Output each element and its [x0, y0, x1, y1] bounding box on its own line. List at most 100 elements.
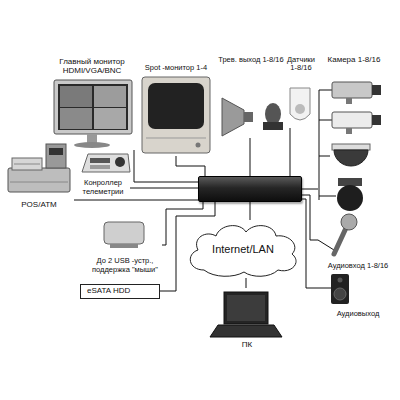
speaker-tweeter: [338, 278, 343, 283]
camera-lens: [372, 115, 381, 125]
network-cloud: Internet/LAN: [182, 220, 304, 278]
keyboard-display: [90, 158, 110, 163]
connector-wire: [130, 188, 198, 189]
audio-wire: [318, 240, 334, 250]
esata-hdd: eSATA HDD: [80, 284, 160, 299]
node-label: Internet/LAN: [212, 243, 274, 255]
connector-wire: [250, 202, 251, 220]
spot-monitor: Spot -монитор 1-4: [136, 64, 216, 156]
cash-register-display: [46, 144, 66, 168]
crt-panel-line: [146, 138, 206, 139]
camera-bus-wire: [319, 156, 330, 157]
sensor: Датчики 1-8/16: [284, 56, 318, 128]
main-monitor: Главный монитор HDMI/VGA/BNC: [48, 58, 136, 150]
pc-laptop: ПК: [208, 288, 286, 350]
laptop-picture: [210, 292, 282, 337]
laptop-display: [227, 295, 265, 321]
crt-button: [196, 143, 201, 148]
audio-wire: [318, 288, 331, 289]
dome-camera-base: [332, 144, 370, 150]
monitor-stand: [87, 134, 97, 143]
beacon-dome: [265, 103, 281, 125]
speaker-picture: [318, 274, 349, 304]
cash-register-base: [8, 168, 70, 192]
drawer-line: [10, 182, 68, 183]
display-window: [49, 148, 63, 155]
camera-bus-wire: [319, 90, 320, 200]
camera-bus-wire: [319, 196, 336, 197]
node-label: ПК: [242, 341, 252, 350]
screen-tile: [94, 108, 126, 129]
camera-mount: [346, 98, 352, 104]
laptop-screen: [224, 292, 268, 324]
pos-picture: [8, 144, 70, 192]
screen-tile: [60, 86, 92, 107]
monitor-screen: [58, 84, 128, 130]
connector-wire: [302, 199, 318, 288]
camera-lens: [372, 85, 381, 95]
keyboard-body: [82, 154, 130, 172]
connector-wire: [162, 202, 203, 245]
dvr-unit: [198, 176, 302, 202]
keypad-row: [14, 164, 40, 165]
box-camera: [332, 82, 372, 98]
node-label: Аудиовыход: [337, 310, 380, 318]
camera-bus-wire: [319, 90, 332, 91]
beacon-base: [263, 122, 283, 130]
connector-wire: [250, 138, 251, 176]
microphone-handle: [334, 228, 346, 254]
microphone-picture: [318, 214, 357, 254]
pir-sensor-body: [290, 88, 310, 120]
camera-group: Камера 1-8/16: [318, 56, 390, 210]
connector-wire: [74, 200, 198, 201]
usb-drive: [104, 222, 144, 244]
speaker-cabinet: [331, 274, 349, 304]
connector-wire: [302, 195, 318, 240]
node-label: Датчики 1-8/16: [284, 56, 318, 73]
box-camera: [332, 112, 372, 128]
speed-dome-mount: [338, 178, 362, 186]
telemetry-controller: Конроллер телеметрии: [76, 150, 130, 196]
node-label: Камера 1-8/16: [328, 56, 381, 65]
node-label: eSATA HDD: [87, 287, 130, 296]
alarm-output-picture: [222, 98, 283, 136]
node-label: Spot -монитор 1-4: [145, 64, 207, 72]
node-label: POS/ATM: [21, 201, 56, 210]
camera-bus-wire: [319, 120, 332, 121]
joystick: [115, 157, 125, 167]
connector-wire: [290, 128, 291, 176]
node-label: Главный монитор HDMI/VGA/BNC: [48, 58, 136, 76]
cash-register-keypad: [12, 158, 42, 170]
controller-picture: [82, 154, 130, 172]
speed-dome-camera: [337, 185, 363, 211]
screen-tile: [94, 86, 126, 107]
usb-drive-foot: [110, 244, 138, 248]
siren-driver: [244, 112, 253, 122]
sensor-picture: [290, 88, 310, 120]
main-monitor-picture: [54, 80, 132, 148]
connector-wire: [302, 189, 318, 190]
speaker-woofer: [334, 288, 346, 300]
audio-output: Аудиовыход: [318, 272, 398, 318]
dome-camera: [334, 150, 368, 166]
camera-pictures: [319, 82, 381, 211]
laptop-base: [210, 325, 282, 337]
microphone-head: [341, 214, 357, 230]
camera-mount: [346, 128, 352, 134]
crt-screen: [148, 83, 204, 129]
pir-lens: [295, 104, 305, 114]
monitor-base: [74, 142, 110, 148]
monitor-frame: [54, 80, 132, 134]
crt-body: [142, 77, 210, 153]
pos-terminal: POS/ATM: [4, 138, 74, 210]
node-label: Аудиовход 1-8/16: [328, 262, 389, 270]
siren-horn: [222, 98, 244, 136]
connector-wire: [246, 278, 247, 288]
audio-input: Аудиовход 1-8/16: [318, 212, 398, 270]
spot-monitor-picture: [142, 77, 210, 153]
alarm-output: Трев. выход 1-8/16: [218, 56, 284, 138]
node-label: Трев. выход 1-8/16: [218, 56, 283, 64]
usb-device: До 2 USB -устр., поддержка "мыши": [88, 216, 162, 274]
screen-tile: [60, 108, 92, 129]
